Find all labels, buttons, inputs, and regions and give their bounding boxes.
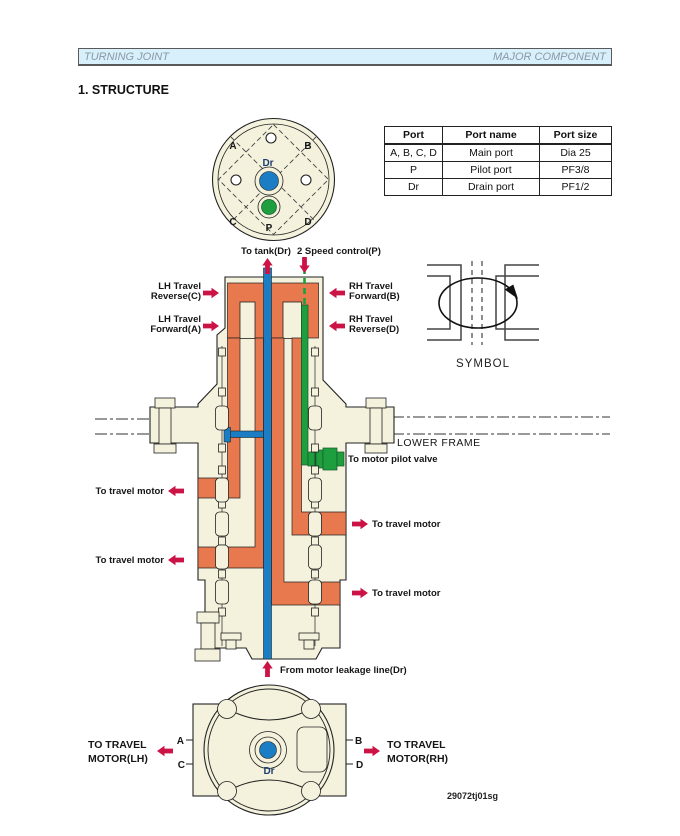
- top-view-bolt-holes: [230, 132, 312, 186]
- rotation-arrowhead-icon: [504, 284, 518, 299]
- leakage-callout: From motor leakage line(Dr): [262, 661, 407, 677]
- arrow-down-icon: [299, 257, 310, 273]
- rh-reverse-line2: Reverse(D): [349, 324, 399, 335]
- arrow-right-icon: [364, 745, 380, 757]
- cell-port-name: Drain port: [442, 178, 540, 196]
- flange-bolt-right: [364, 397, 388, 454]
- arrow-left-icon: [329, 287, 345, 299]
- arrow-right-icon: [352, 518, 368, 530]
- motor-lh-callout: TO TRAVEL MOTOR(LH): [88, 739, 173, 765]
- pilot-valve-label: To motor pilot valve: [348, 454, 438, 465]
- motor-rh-line2: MOTOR(RH): [387, 753, 448, 765]
- speed-control-label: 2 Speed control(P): [297, 246, 381, 257]
- base-bolts: [194, 611, 320, 662]
- cell-port-size: PF1/2: [539, 178, 612, 196]
- lh-forward-line1: LH Travel: [158, 314, 201, 325]
- rh-reverse-line1: RH Travel: [349, 314, 393, 325]
- arrow-up-icon: [262, 661, 273, 677]
- figure-id: 29072tj01sg: [447, 791, 498, 801]
- lh-forward-callout: LH Travel Forward(A): [150, 314, 219, 335]
- col-header-port-name: Port name: [442, 126, 540, 145]
- rh-forward-line1: RH Travel: [349, 281, 393, 292]
- bottom-view-inner-circle: [207, 688, 331, 812]
- pilot-passage: [301, 258, 345, 471]
- drain-port: [259, 171, 279, 191]
- col-header-port: Port: [384, 126, 443, 145]
- travel-motor-callout-right-2: To travel motor: [352, 587, 441, 599]
- top-port-p-label: P: [266, 223, 273, 234]
- travel-motor-label: To travel motor: [96, 486, 165, 497]
- lower-frame-label: LOWER FRAME: [397, 437, 481, 449]
- rotation-ellipse: [438, 277, 518, 329]
- casting-curve-bottom: [235, 779, 303, 788]
- bottom-view-diagram: Dr A C B D TO TRAVEL MOTOR(LH) TO TRAVEL…: [88, 684, 448, 816]
- bottom-port-d-label: D: [356, 760, 363, 771]
- travel-motor-label: To travel motor: [372, 519, 441, 530]
- travel-motor-label: To travel motor: [96, 555, 165, 566]
- lh-forward-line2: Forward(A): [150, 324, 201, 335]
- side-port-boss: [296, 726, 328, 773]
- bottom-port-dr-label: Dr: [263, 766, 274, 777]
- to-tank-callout: To tank(Dr): [241, 246, 291, 274]
- hydraulic-symbol: SYMBOL: [427, 261, 539, 370]
- page-header-bar: TURNING JOINT MAJOR COMPONENT: [78, 48, 612, 66]
- port-table-header-row: Port Port name Port size: [384, 126, 612, 145]
- lh-reverse-line1: LH Travel: [158, 281, 201, 292]
- motor-lh-line2: MOTOR(LH): [88, 753, 148, 765]
- header-left-title: TURNING JOINT: [84, 50, 169, 63]
- arrow-left-icon: [157, 745, 173, 757]
- motor-rh-line1: TO TRAVEL: [387, 739, 446, 751]
- travel-motor-callout-left-1: To travel motor: [96, 485, 184, 497]
- speed-control-callout: 2 Speed control(P): [297, 246, 381, 273]
- lh-reverse-line2: Reverse(C): [151, 291, 201, 302]
- symbol-caption: SYMBOL: [456, 358, 510, 370]
- frame-centerlines: [95, 416, 610, 435]
- top-port-a-label: A: [229, 141, 236, 152]
- section-title: 1. STRUCTURE: [78, 83, 169, 97]
- seal-details-right: [308, 346, 322, 646]
- arrow-right-icon: [203, 287, 219, 299]
- port-table: Port Port name Port size A, B, C, D Main…: [384, 126, 612, 196]
- rh-forward-line2: Forward(B): [349, 291, 400, 302]
- col-header-port-size: Port size: [539, 126, 612, 145]
- arrow-left-icon: [329, 320, 345, 332]
- header-right-title: MAJOR COMPONENT: [492, 50, 606, 63]
- top-port-c-label: C: [229, 217, 236, 228]
- seal-details-left: [215, 346, 229, 646]
- flange-bolt-left: [153, 397, 177, 454]
- leakage-label: From motor leakage line(Dr): [280, 665, 407, 676]
- arrow-left-icon: [168, 485, 184, 497]
- top-view-diagram: Dr P A B C D: [211, 117, 336, 242]
- travel-motor-callout-right-1: To travel motor: [352, 518, 441, 530]
- arrow-right-icon: [203, 320, 219, 332]
- bottom-port-a-label: A: [177, 736, 184, 747]
- arrow-right-icon: [352, 587, 368, 599]
- casting-curve-top: [235, 712, 303, 721]
- table-row: Dr Drain port PF1/2: [384, 178, 612, 196]
- cross-section-diagram: To tank(Dr) 2 Speed control(P) LH Travel…: [95, 246, 610, 677]
- motor-lh-line1: TO TRAVEL: [88, 739, 147, 751]
- top-port-dr-label: Dr: [262, 158, 273, 169]
- port-tick-lines: [186, 739, 353, 765]
- bottom-port-b-label: B: [355, 736, 362, 747]
- rh-forward-callout: RH Travel Forward(B): [329, 281, 400, 302]
- bottom-view-bolts: [217, 699, 321, 801]
- travel-motor-callout-left-2: To travel motor: [96, 554, 184, 566]
- to-tank-label: To tank(Dr): [241, 246, 291, 257]
- lh-reverse-callout: LH Travel Reverse(C): [151, 281, 219, 302]
- travel-motor-label: To travel motor: [372, 588, 441, 599]
- top-port-b-label: B: [304, 141, 311, 152]
- pilot-port: [261, 199, 277, 215]
- motor-rh-callout: TO TRAVEL MOTOR(RH): [364, 739, 448, 765]
- bottom-drain-port: [259, 741, 277, 759]
- rh-reverse-callout: RH Travel Reverse(D): [329, 314, 399, 335]
- arrow-left-icon: [168, 554, 184, 566]
- bottom-port-c-label: C: [178, 760, 185, 771]
- top-port-d-label: D: [304, 217, 311, 228]
